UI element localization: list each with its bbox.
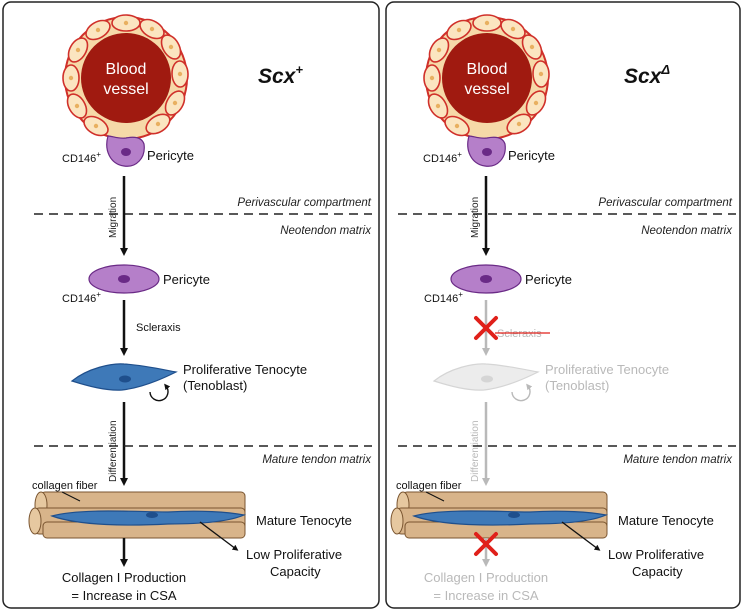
pericyte-mid-label: Pericyte xyxy=(163,272,210,287)
collagen-production-label-2: = Increase in CSA xyxy=(71,588,176,603)
mature-tenocyte-label: Mature Tenocyte xyxy=(256,513,352,528)
cd146-top-label: CD146+ xyxy=(62,150,101,165)
panel-scx-delta: Blood vessel Pericyte CD146+ ScxΔ Periva… xyxy=(385,1,741,609)
migration-label: Migration xyxy=(470,197,481,238)
scleraxis-label-struck: Scleraxis xyxy=(497,328,542,340)
block-cross-icon xyxy=(474,532,498,556)
self-renewal-arrow xyxy=(149,383,171,402)
pericyte-migrated-nucleus xyxy=(480,275,492,283)
perivascular-label: Perivascular compartment xyxy=(237,197,371,209)
tenocyte-label-2: (Tenoblast) xyxy=(183,378,247,393)
tenocyte-label-1: Proliferative Tenocyte xyxy=(183,362,307,377)
collagen-fiber-label: collagen fiber xyxy=(396,480,462,492)
pericyte-nucleus xyxy=(121,148,131,156)
low-prolif-label-2: Capacity xyxy=(632,564,683,579)
scleraxis-label: Scleraxis xyxy=(136,322,181,334)
low-prolif-label-1: Low Proliferative xyxy=(246,547,342,562)
mature-matrix-label: Mature tendon matrix xyxy=(623,454,733,466)
panel-title: Scx+ xyxy=(258,62,303,88)
mature-tenocyte-label: Mature Tenocyte xyxy=(618,513,714,528)
differentiation-label: Differentiation xyxy=(108,420,119,482)
tenocyte-label-1: Proliferative Tenocyte xyxy=(545,362,669,377)
neotendon-label: Neotendon matrix xyxy=(280,225,372,237)
tenoblast-nucleus xyxy=(119,375,131,383)
blood-vessel-label-2: vessel xyxy=(464,81,509,98)
mature-tenocyte-cell xyxy=(50,510,247,526)
cd146-mid-label: CD146+ xyxy=(424,290,463,305)
pericyte-top-label: Pericyte xyxy=(147,148,194,163)
collagen-fiber-pointer xyxy=(425,491,445,502)
tenoblast-nucleus-faded xyxy=(481,375,493,383)
collagen-production-label-1: Collagen I Production xyxy=(424,570,548,585)
blood-vessel-label-1: Blood xyxy=(467,61,508,78)
blood-vessel-label-1: Blood xyxy=(106,61,147,78)
collagen-production-label-1: Collagen I Production xyxy=(62,570,186,585)
collagen-fiber-label: collagen fiber xyxy=(32,480,98,492)
mature-tenocyte-cell xyxy=(412,510,609,526)
low-prolif-pointer xyxy=(199,521,239,551)
mature-matrix-label: Mature tendon matrix xyxy=(262,454,372,466)
panel-title: ScxΔ xyxy=(624,62,670,88)
neotendon-label: Neotendon matrix xyxy=(641,225,733,237)
panel-border xyxy=(2,1,380,609)
pericyte-nucleus xyxy=(482,148,492,156)
pericyte-mid-label: Pericyte xyxy=(525,272,572,287)
blood-vessel-label-2: vessel xyxy=(103,81,148,98)
cd146-top-label: CD146+ xyxy=(423,150,462,165)
blood-vessel: Blood vessel xyxy=(62,14,189,140)
collagen-fiber-pointer xyxy=(61,491,81,502)
pericyte-migrated-nucleus xyxy=(118,275,130,283)
low-prolif-label-2: Capacity xyxy=(270,564,321,579)
migration-label: Migration xyxy=(108,197,119,238)
self-renewal-arrow-faded xyxy=(511,383,533,402)
tenocyte-label-2: (Tenoblast) xyxy=(545,378,609,393)
mature-tenocyte-nucleus xyxy=(146,512,158,518)
collagen-production-label-2: = Increase in CSA xyxy=(433,588,538,603)
low-prolif-label-1: Low Proliferative xyxy=(608,547,704,562)
blood-vessel: Blood vessel xyxy=(423,14,550,140)
differentiation-label: Differentiation xyxy=(470,420,481,482)
block-cross-icon xyxy=(474,316,498,340)
cd146-mid-label: CD146+ xyxy=(62,290,101,305)
panel-scx-positive: Blood vessel Pericyte CD146+ Scx+ Periva… xyxy=(2,1,380,609)
pericyte-top-label: Pericyte xyxy=(508,148,555,163)
low-prolif-pointer xyxy=(561,521,601,551)
perivascular-label: Perivascular compartment xyxy=(598,197,732,209)
mature-tenocyte-nucleus xyxy=(508,512,520,518)
panel-border xyxy=(385,1,741,609)
